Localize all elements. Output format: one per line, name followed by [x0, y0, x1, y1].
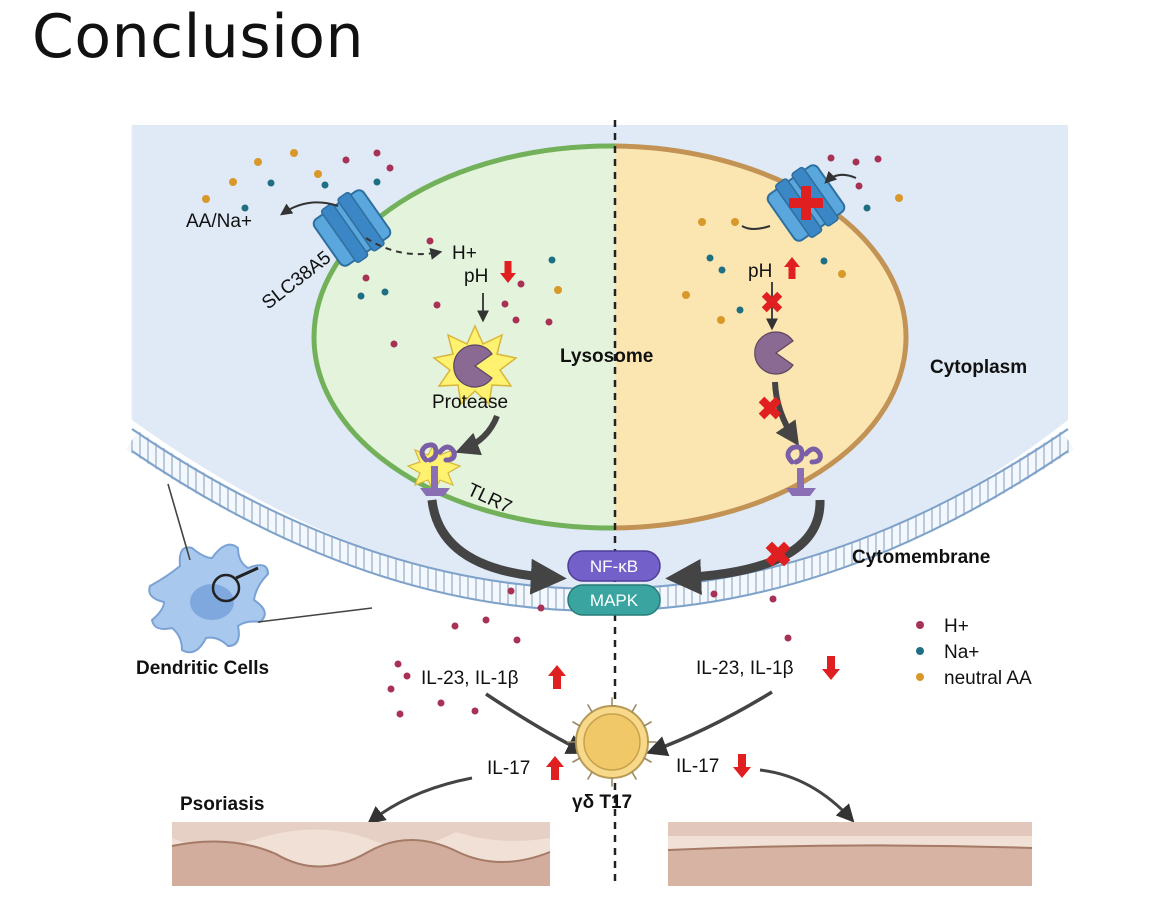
il17-right-label: IL-17 — [676, 756, 719, 777]
magnifier-icon — [211, 566, 259, 603]
il23-down-arrow-icon — [822, 656, 840, 680]
ph-block-cross-icon — [761, 291, 783, 313]
protease-to-tlr7-arrow — [455, 414, 500, 456]
lysosome-left-half — [311, 143, 615, 531]
normal-skin-icon — [667, 822, 1033, 886]
il17-down-arrow-icon — [733, 754, 751, 778]
gamma-delta-t17-cell-icon — [567, 697, 657, 787]
lysosome-right-half — [615, 143, 909, 531]
gd-t17-label: γδ T17 — [572, 792, 632, 813]
cytomembrane-label: Cytomembrane — [852, 547, 990, 568]
legend-label-h: H+ — [944, 616, 969, 637]
lysosome-label: Lysosome — [560, 346, 653, 367]
nfkb-pill — [567, 550, 661, 582]
il23-up-arrow-icon — [548, 665, 566, 689]
aa-export-arrow — [280, 201, 339, 216]
ph-right-label: pH — [748, 261, 772, 282]
mapk-pill — [567, 584, 661, 616]
aa-na-label: AA/Na+ — [186, 211, 252, 232]
inactive-protease-icon — [754, 331, 794, 375]
dendritic-cell-icon — [148, 543, 270, 654]
slide-title: Conclusion — [32, 2, 364, 72]
legend-swatch-na — [916, 647, 924, 655]
nfkb-label: NF-κB — [590, 557, 638, 576]
slc38a5-transporter-icon — [312, 189, 392, 267]
tlr7-signal-arrow — [427, 499, 567, 595]
il17-left-label: IL-17 — [487, 758, 530, 779]
blocked-transporter-cross-icon — [789, 186, 823, 220]
dendritic-cells-label: Dendritic Cells — [136, 658, 269, 679]
il17-left-arrow — [367, 776, 473, 825]
proton-arrow — [365, 237, 443, 260]
tlr7-receptor-icon — [406, 442, 462, 496]
cytokine-left-arrow — [485, 692, 588, 754]
signal-block-cross-icon — [765, 541, 791, 567]
legend-label-aa: neutral AA — [944, 668, 1032, 689]
protease-label: Protease — [432, 392, 508, 413]
psoriasis-skin-icon — [171, 822, 551, 886]
legend: H+ Na+ neutral AA — [916, 616, 1032, 689]
legend-swatch-aa — [916, 673, 924, 681]
protease-block-cross-icon — [758, 396, 782, 420]
h-plus-label: H+ — [452, 243, 477, 264]
il17-up-arrow-icon — [546, 756, 564, 780]
legend-swatch-h — [916, 621, 924, 629]
ion-particles — [202, 149, 903, 718]
il23-right-label: IL-23, IL-1β — [696, 658, 794, 679]
ph-left-label: pH — [464, 266, 488, 287]
cytoplasm-label: Cytoplasm — [930, 357, 1027, 378]
psoriasis-label: Psoriasis — [180, 794, 265, 815]
il23-left-label: IL-23, IL-1β — [421, 668, 519, 689]
cytokine-right-arrow — [646, 690, 773, 757]
mapk-label: MAPK — [590, 591, 639, 610]
tlr7-receptor-inactive-icon — [785, 444, 823, 496]
ph-down-arrow-icon — [500, 261, 516, 283]
ph-up-arrow-icon — [784, 257, 800, 279]
protease-enzyme-icon — [432, 324, 518, 406]
il17-right-arrow — [759, 768, 855, 823]
legend-label-na: Na+ — [944, 642, 979, 663]
